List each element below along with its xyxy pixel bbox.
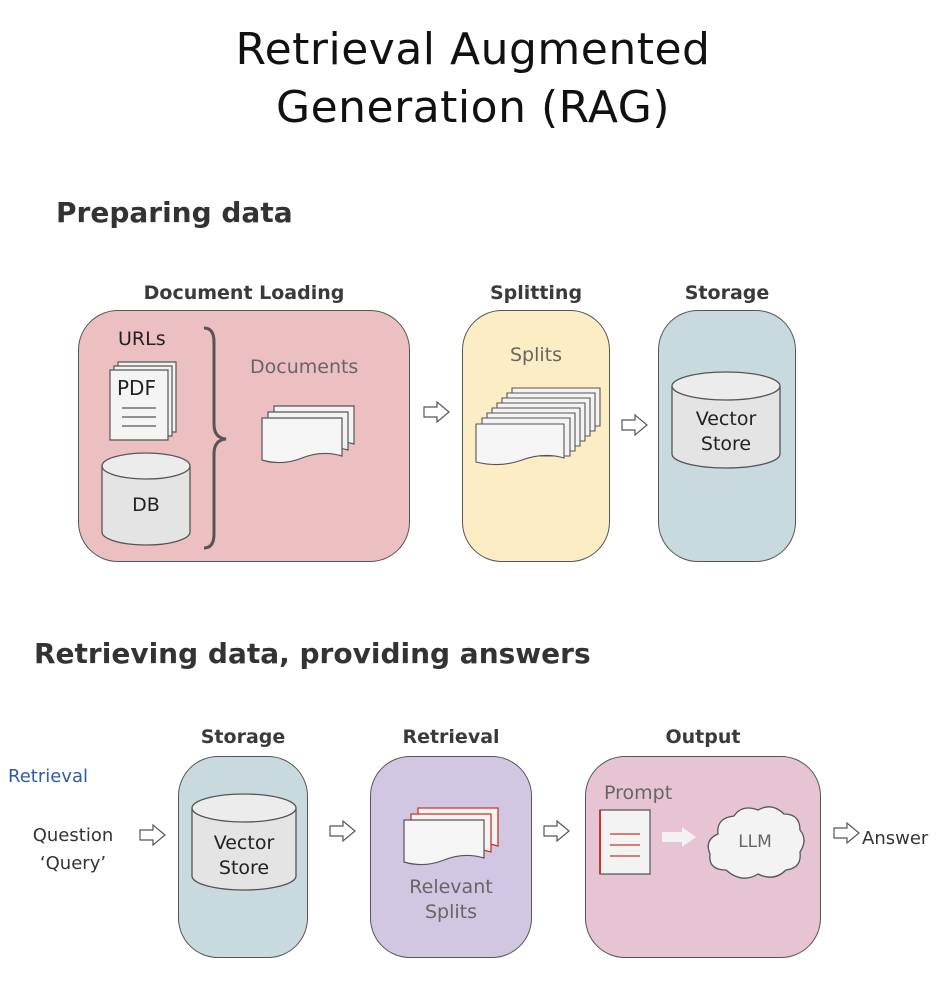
arrow-right-icon: [662, 827, 696, 847]
section-heading-preparing: Preparing data: [56, 196, 293, 229]
vector-store-label-line1: Vector: [213, 832, 275, 854]
prompt-label: Prompt: [604, 782, 673, 804]
splits-stack-icon: [475, 387, 601, 466]
llm-label: LLM: [738, 832, 772, 852]
documents-label: Documents: [250, 356, 359, 378]
retrieval-tag: Retrieval: [8, 766, 88, 787]
vector-store-icon: [191, 793, 297, 891]
relevant-splits-icon: [403, 807, 499, 866]
stage-label-document-loading: Document Loading: [143, 282, 345, 304]
diagram-title-line2: Generation (RAG): [276, 82, 670, 133]
vector-store-icon: [671, 371, 781, 469]
arrow-right-icon: [621, 413, 648, 437]
relevant-splits-label-line1: Relevant: [409, 876, 493, 898]
splits-label: Splits: [509, 344, 563, 366]
cloud-icon: [707, 806, 805, 879]
relevant-splits-label-line2: Splits: [424, 901, 478, 923]
pdf-label: PDF: [117, 376, 156, 400]
question-label-line1: Question: [32, 825, 114, 846]
stage-label-output: Output: [665, 726, 741, 748]
vector-store-label-line2: Store: [700, 433, 752, 455]
prompt-document-icon: [599, 809, 651, 875]
arrow-right-icon: [833, 821, 860, 845]
vector-store-label-line2: Store: [218, 857, 270, 879]
stage-label-retrieval: Retrieval: [402, 726, 500, 748]
diagram-title-line1: Retrieval Augmented: [235, 24, 711, 75]
arrow-right-icon: [139, 823, 166, 847]
vector-store-label-line1: Vector: [695, 408, 757, 430]
database-icon: [101, 452, 191, 546]
question-label-line2: ‘Query’: [39, 853, 107, 874]
curly-brace-icon: [203, 326, 227, 550]
section-heading-retrieving: Retrieving data, providing answers: [34, 637, 591, 670]
arrow-right-icon: [423, 400, 450, 424]
arrow-right-icon: [329, 819, 356, 843]
stage-label-storage: Storage: [684, 282, 770, 304]
arrow-right-icon: [543, 819, 570, 843]
urls-label: URLs: [118, 328, 166, 350]
stage-label-splitting: Splitting: [489, 282, 583, 304]
db-label: DB: [132, 494, 160, 516]
stage-label-storage: Storage: [200, 726, 286, 748]
answer-label: Answer: [862, 828, 929, 849]
pdf-document-icon: [109, 361, 177, 441]
documents-stack-icon: [261, 405, 355, 464]
